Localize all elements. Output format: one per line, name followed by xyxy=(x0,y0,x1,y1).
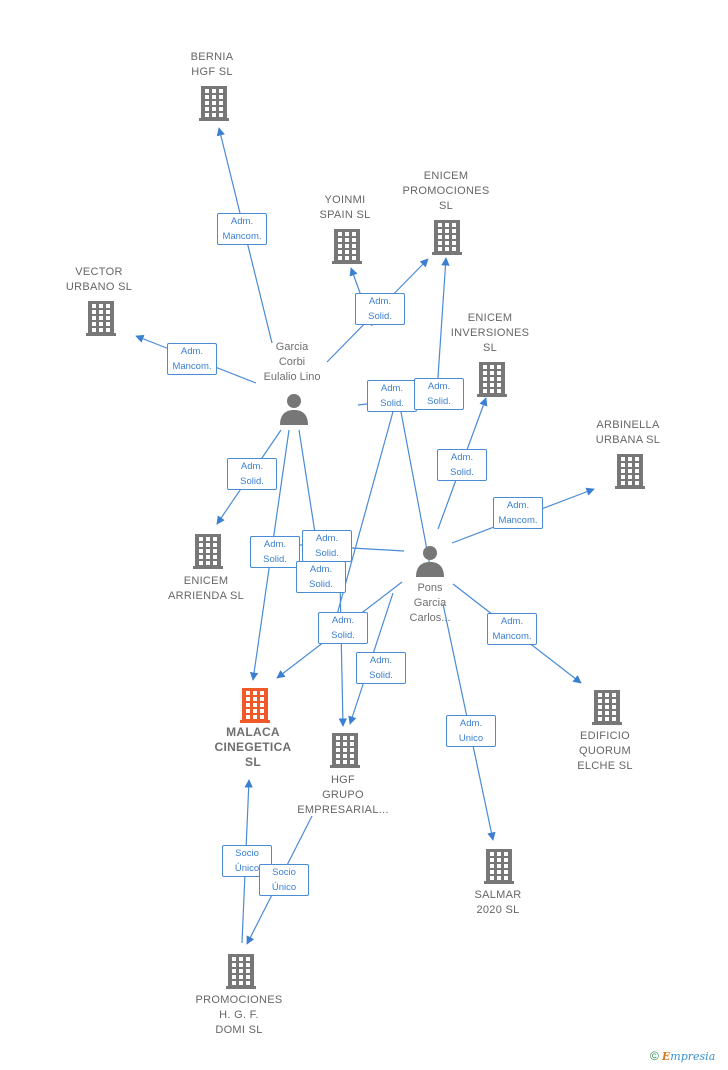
edge-label-type: Solid. xyxy=(369,670,393,681)
edge-label-e12[interactable]: Adm. Solid. xyxy=(356,652,406,684)
edge-label-e4[interactable]: Adm. Solid. xyxy=(367,380,417,412)
edge-label-role: Adm. xyxy=(309,564,333,575)
building-icon-promociones[interactable] xyxy=(224,952,258,990)
edge-label-e14[interactable]: Adm. Mancom. xyxy=(487,613,537,645)
edge-label-role: Adm. xyxy=(450,452,474,463)
edge-label-role: Adm. xyxy=(459,718,483,729)
edge-label-role: Adm. xyxy=(263,539,287,550)
edge-label-role: Adm. xyxy=(240,461,264,472)
node-label-enicem_prom[interactable]: ENICEM PROMOCIONES SL xyxy=(402,170,490,212)
edge-label-type: Mancom. xyxy=(498,515,538,526)
node-label-bernia[interactable]: BERNIA HGF SL xyxy=(190,51,234,78)
edge-label-role: Adm. xyxy=(427,381,451,392)
edge-label-e6[interactable]: Adm. Solid. xyxy=(437,449,487,481)
edge-label-e13[interactable]: Adm. Mancom. xyxy=(493,497,543,529)
edge-label-role: Adm. xyxy=(230,216,254,227)
edge-label-e1[interactable]: Adm. Mancom. xyxy=(217,213,267,245)
edge-line-e9-1 xyxy=(338,579,348,727)
edge-label-e15[interactable]: Adm. Unico xyxy=(446,715,496,747)
node-label-malaca[interactable]: MALACA CINEGETICA SL xyxy=(214,725,292,769)
edge-label-type: Solid. xyxy=(263,554,287,565)
edge-label-role: Adm. xyxy=(506,500,530,511)
edge-label-role: Socio xyxy=(235,848,259,859)
edge-label-type: Único xyxy=(271,882,297,893)
building-icon-malaca[interactable] xyxy=(238,686,272,724)
building-icon-bernia[interactable] xyxy=(197,84,231,122)
edge-label-role: Adm. xyxy=(368,296,392,307)
edge-label-type: Unico xyxy=(458,733,484,744)
edge-label-e5[interactable]: Adm. Solid. xyxy=(414,378,464,410)
edge-label-role: Adm. xyxy=(380,383,404,394)
node-label-promociones[interactable]: PROMOCIONES H. G. F. DOMI SL xyxy=(195,994,283,1036)
node-label-garcia[interactable]: Garcia Corbi Eulalio Lino xyxy=(263,341,321,383)
brand-logo: © Empresia xyxy=(650,1049,715,1063)
edge-label-type: Solid. xyxy=(427,396,451,407)
node-label-pons[interactable]: Pons Garcia Carlos... xyxy=(409,582,451,624)
node-label-salmar[interactable]: SALMAR 2020 SL xyxy=(474,889,522,916)
node-label-vector[interactable]: VECTOR URBANO SL xyxy=(65,266,133,293)
edge-label-e7[interactable]: Adm. Solid. xyxy=(227,458,277,490)
building-icon-hgf[interactable] xyxy=(328,731,362,769)
edge-label-role: Adm. xyxy=(331,615,355,626)
building-icon-enicem_arr[interactable] xyxy=(191,532,225,570)
edge-label-type: Mancom. xyxy=(222,231,262,242)
edge-label-e2[interactable]: Adm. Mancom. xyxy=(167,343,217,375)
node-label-enicem_inv[interactable]: ENICEM INVERSIONES SL xyxy=(450,312,530,354)
node-label-yoinmi[interactable]: YOINMI SPAIN SL xyxy=(319,194,371,221)
copyright-symbol: © xyxy=(650,1049,659,1063)
node-label-edificio[interactable]: EDIFICIO QUORUM ELCHE SL xyxy=(577,730,633,772)
edge-label-type: Solid. xyxy=(240,476,264,487)
edge-label-e3[interactable]: Adm. Solid. xyxy=(355,293,405,325)
building-icon-salmar[interactable] xyxy=(482,847,516,885)
node-label-arbinella[interactable]: ARBINELLA URBANA SL xyxy=(595,419,661,446)
person-icon-garcia[interactable] xyxy=(277,391,311,429)
edge-label-type: Solid. xyxy=(315,548,339,559)
edge-label-type: Solid. xyxy=(331,630,355,641)
edge-line-e18-0 xyxy=(329,407,395,641)
edge-label-role: Adm. xyxy=(180,346,204,357)
edge-label-type: Solid. xyxy=(450,467,474,478)
person-icon-pons[interactable] xyxy=(413,543,447,581)
building-icon-edificio[interactable] xyxy=(590,688,624,726)
edge-label-type: Solid. xyxy=(368,311,392,322)
building-icon-enicem_inv[interactable] xyxy=(475,360,509,398)
edge-label-type: Solid. xyxy=(380,398,404,409)
building-icon-vector[interactable] xyxy=(84,299,118,337)
edge-label-type: Mancom. xyxy=(172,361,212,372)
edge-label-role: Adm. xyxy=(500,616,524,627)
brand-initial: E xyxy=(661,1050,671,1063)
edge-label-e18[interactable]: Adm. Solid. xyxy=(296,561,346,593)
edge-label-e10[interactable]: Adm. Solid. xyxy=(250,536,300,568)
edge-label-role: Socio xyxy=(272,867,296,878)
edge-label-type: Único xyxy=(234,863,260,874)
edge-label-e11[interactable]: Adm. Solid. xyxy=(318,612,368,644)
edge-label-role: Adm. xyxy=(369,655,393,666)
edge-label-type: Mancom. xyxy=(492,631,532,642)
building-icon-arbinella[interactable] xyxy=(613,452,647,490)
brand-name: mpresia xyxy=(670,1050,716,1063)
node-label-hgf[interactable]: HGF GRUPO EMPRESARIAL... xyxy=(297,774,389,816)
node-label-enicem_arr[interactable]: ENICEM ARRIENDA SL xyxy=(167,575,245,602)
edge-label-e9[interactable]: Adm. Solid. xyxy=(302,530,352,562)
building-icon-yoinmi[interactable] xyxy=(330,227,364,265)
edge-label-type: Solid. xyxy=(309,579,333,590)
edge-label-role: Adm. xyxy=(315,533,339,544)
building-icon-enicem_prom[interactable] xyxy=(430,218,464,256)
edge-line-e5-0 xyxy=(436,257,450,393)
